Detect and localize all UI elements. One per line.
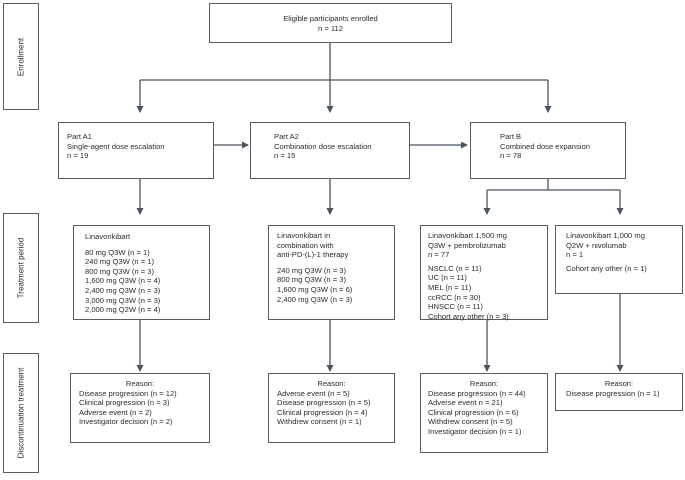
treatment-2-header: anti-PD-(L)-1 therapy — [277, 250, 349, 260]
part-b-box: Part B Combined dose expansion n = 78 — [470, 122, 626, 179]
part-a2-box: Part A2 Combination dose escalation n = … — [250, 122, 410, 179]
treatment-1-dose: 800 mg Q3W (n = 3) — [85, 266, 155, 276]
treatment-4-header: Q2W + nivolumab — [566, 240, 627, 250]
discontinuation-3-reason: Clinical progression (n = 6) — [428, 407, 519, 417]
treatment-3-header: Linavonkibart 1,500 mg — [428, 231, 507, 240]
treatment-1-dose: 2,000 mg Q2W (n = 4) — [85, 305, 161, 315]
discontinuation-1-reason: Investigator decision (n = 2) — [79, 417, 173, 427]
discontinuation-4-reason: Disease progression (n = 1) — [566, 388, 660, 398]
treatment-2-dose: 1,600 mg Q3W (n = 6) — [277, 284, 353, 294]
treatment-1-dose: 240 mg Q3W (n = 1) — [85, 257, 155, 267]
treatment-3-cohort: Cohort any other (n = 3) — [428, 311, 509, 321]
discontinuation-1-reason: Clinical progression (n = 3) — [79, 398, 170, 408]
part-a1-description: Single-agent dose escalation — [67, 141, 165, 151]
treatment-combination-box: Linavonkibart in combination with anti-P… — [268, 225, 395, 320]
stage-enrollment: Enrollment — [3, 3, 39, 110]
treatment-4-header: n = 1 — [566, 250, 584, 260]
treatment-2-dose: 240 mg Q3W (n = 3) — [277, 265, 347, 275]
part-a2-description: Combination dose escalation — [274, 141, 372, 151]
stage-discontinuation-treatment: Discontinuation treatment — [3, 353, 39, 473]
treatment-2-dose: 800 mg Q3W (n = 3) — [277, 275, 347, 285]
treatment-nivolumab-box: Linavonkibart 1,000 mg Q2W + nivolumab n… — [555, 225, 683, 294]
treatment-3-header: Q3W + pembrolizumab — [428, 240, 506, 250]
part-a2-count: n = 15 — [274, 151, 296, 161]
stage-label-enrollment: Enrollment — [16, 37, 26, 76]
discontinuation-3-reason: Disease progression (n = 44) — [428, 388, 526, 398]
enrolled-title: Eligible participants enrolled — [283, 14, 378, 23]
part-a1-count: n = 19 — [67, 151, 89, 161]
stage-treatment-period: Treatment period — [3, 213, 39, 323]
part-a1-box: Part A1 Single-agent dose escalation n =… — [58, 122, 214, 179]
discontinuation-3-reason: Adverse event n = 21) — [428, 398, 503, 408]
discontinuation-2-title: Reason: — [317, 379, 346, 388]
treatment-1-dose: 80 mg Q3W (n = 1) — [85, 247, 150, 257]
treatment-4-header: Linavonkibart 1,000 mg — [566, 231, 645, 240]
treatment-1-dose: 1,600 mg Q3W (n = 4) — [85, 276, 161, 286]
part-b-description: Combined dose expansion — [500, 141, 590, 151]
discontinuation-3-reason: Investigator decision (n = 1) — [428, 426, 522, 436]
part-b-name: Part B — [500, 132, 522, 141]
discontinuation-2-reason: Adverse event (n = 5) — [277, 388, 350, 398]
discontinuation-a2-box: Reason: Adverse event (n = 5) Disease pr… — [268, 373, 395, 443]
treatment-pembrolizumab-box: Linavonkibart 1,500 mg Q3W + pembrolizum… — [420, 225, 548, 321]
stage-label-discontinuation-treatment: Discontinuation treatment — [16, 367, 26, 459]
treatment-1-header: Linavonkibart — [85, 232, 131, 241]
treatment-1-dose: 2,400 mg Q3W (n = 3) — [85, 285, 161, 295]
discontinuation-nivolumab-box: Reason: Disease progression (n = 1) — [555, 373, 683, 411]
discontinuation-pembrolizumab-box: Reason: Disease progression (n = 44) Adv… — [420, 373, 548, 453]
part-a1-name: Part A1 — [67, 132, 92, 141]
treatment-3-cohort: HNSCC (n = 11) — [428, 302, 483, 312]
discontinuation-4-title: Reason: — [604, 379, 634, 388]
enrolled-count: n = 112 — [318, 23, 343, 33]
discontinuation-2-reason: Clinical progression (n = 4) — [277, 407, 368, 417]
treatment-3-header: n = 77 — [428, 250, 450, 260]
discontinuation-a1-box: Reason: Disease progression (n = 12) Cli… — [70, 373, 210, 443]
discontinuation-1-reason: Adverse event (n = 2) — [79, 407, 152, 417]
treatment-3-cohort: MEL (n = 11) — [428, 282, 472, 292]
discontinuation-2-reason: Withdrew consent (n = 1) — [277, 417, 362, 427]
discontinuation-2-reason: Disease progression (n = 5) — [277, 398, 371, 408]
stage-label-treatment-period: Treatment period — [16, 237, 26, 299]
discontinuation-3-title: Reason: — [469, 379, 499, 388]
treatment-3-cohort: ccRCC (n = 30) — [428, 292, 481, 302]
treatment-3-cohort: NSCLC (n = 11) — [428, 263, 482, 273]
discontinuation-1-title: Reason: — [125, 379, 155, 388]
treatment-single-agent-box: Linavonkibart 80 mg Q3W (n = 1) 240 mg Q… — [73, 225, 210, 320]
treatment-2-header: Linavonkibart in — [277, 231, 331, 240]
treatment-2-dose: 2,400 mg Q3W (n = 3) — [277, 294, 353, 304]
part-b-count: n = 78 — [500, 151, 522, 161]
treatment-3-cohort: UC (n = 11) — [428, 273, 467, 283]
discontinuation-3-reason: Withdrew consent (n = 5) — [428, 417, 513, 427]
treatment-4-cohort: Cohort any other (n = 1) — [566, 263, 647, 273]
treatment-1-dose: 3,000 mg Q3W (n = 3) — [85, 295, 161, 305]
part-a2-name: Part A2 — [274, 132, 299, 141]
discontinuation-1-reason: Disease progression (n = 12) — [79, 388, 177, 398]
enrolled-box: Eligible participants enrolled n = 112 — [209, 3, 452, 43]
treatment-2-header: combination with — [277, 240, 334, 250]
